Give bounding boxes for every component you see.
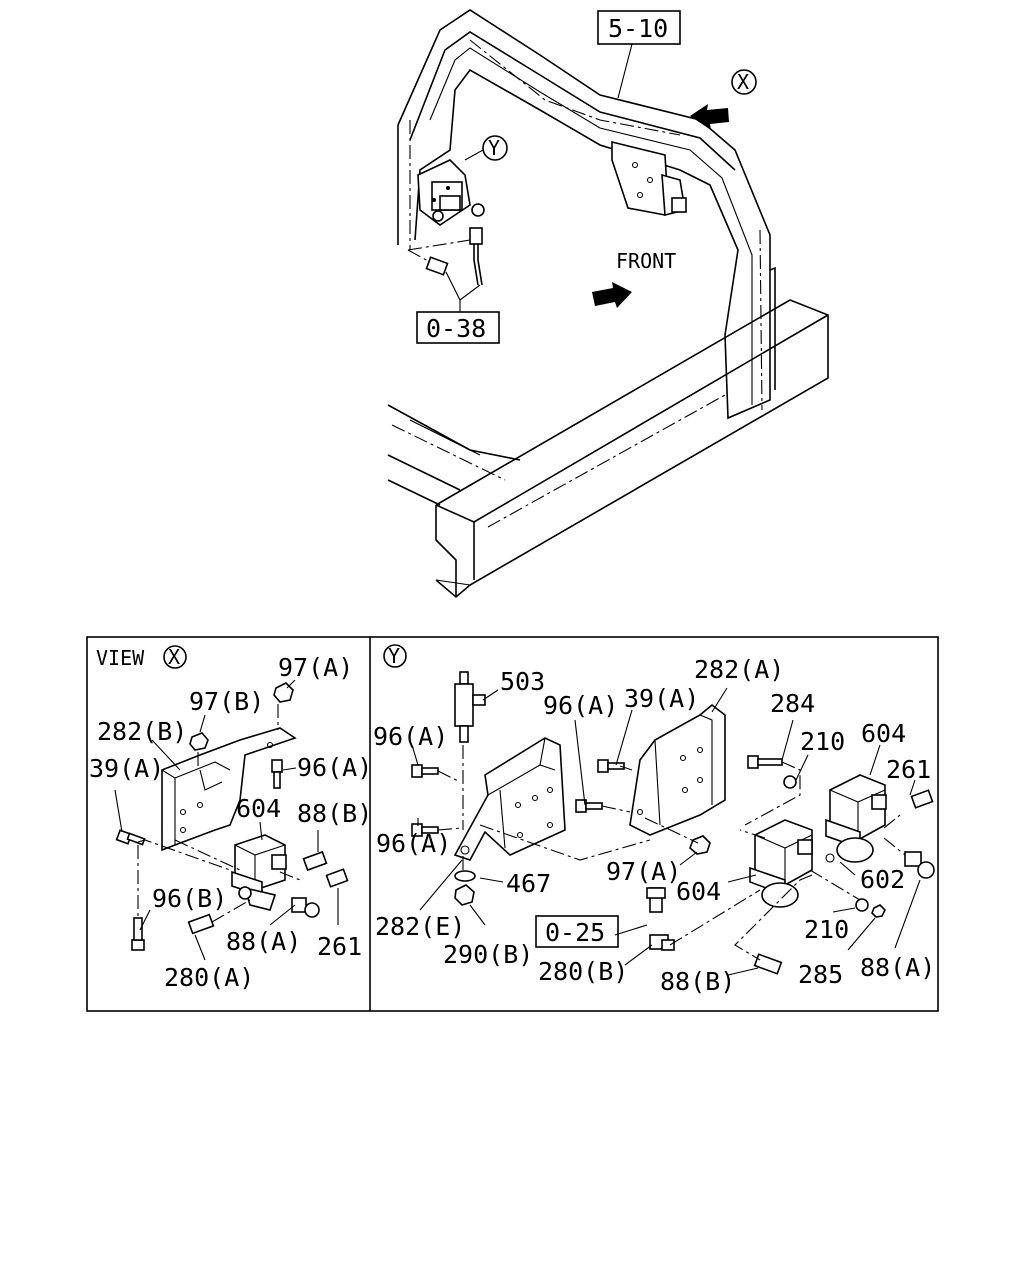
label-96b: 96(B) bbox=[152, 884, 227, 913]
label-97a: 97(A) bbox=[278, 653, 353, 682]
label-210-2: 210 bbox=[804, 915, 849, 944]
label-88b: 88(B) bbox=[660, 967, 735, 996]
view-x-title: VIEW bbox=[96, 646, 145, 670]
label-88a: 88(A) bbox=[860, 953, 935, 982]
front-label: FRONT bbox=[616, 249, 676, 273]
label-96a-3: 96(A) bbox=[376, 829, 451, 858]
label-282b: 282(B) bbox=[97, 717, 187, 746]
view-y-circle-label: Y bbox=[388, 644, 400, 668]
label-290b: 290(B) bbox=[443, 940, 533, 969]
view-x-circle-label: X bbox=[168, 645, 180, 669]
callout-y-label: Y bbox=[488, 136, 500, 160]
label-97a: 97(A) bbox=[606, 857, 681, 886]
view-x-arrow-icon bbox=[690, 104, 729, 130]
ref-frame-label: 5-10 bbox=[608, 14, 668, 43]
view-y-panel: Y bbox=[373, 644, 935, 996]
ref-box-0-25-label: 0-25 bbox=[545, 918, 605, 947]
cab-frame-illustration bbox=[387, 9, 829, 599]
callout-x-label: X bbox=[737, 70, 749, 94]
label-261: 261 bbox=[317, 932, 362, 961]
label-467: 467 bbox=[506, 869, 551, 898]
label-96a-1: 96(A) bbox=[543, 691, 618, 720]
label-39a: 39(A) bbox=[89, 754, 164, 783]
callout-y: Y bbox=[464, 135, 508, 161]
label-88a: 88(A) bbox=[226, 927, 301, 956]
label-503: 503 bbox=[500, 667, 545, 696]
label-88b: 88(B) bbox=[297, 799, 372, 828]
label-282a: 282(A) bbox=[694, 655, 784, 684]
label-602: 602 bbox=[860, 865, 905, 894]
front-arrow-icon bbox=[592, 282, 632, 308]
ref-frame-box[interactable]: 5-10 bbox=[597, 10, 681, 45]
label-604-2: 604 bbox=[676, 877, 721, 906]
label-280b: 280(B) bbox=[538, 957, 628, 986]
label-284: 284 bbox=[770, 689, 815, 718]
detail-frame bbox=[86, 636, 939, 1012]
label-604: 604 bbox=[236, 794, 281, 823]
label-261: 261 bbox=[886, 755, 931, 784]
label-97b: 97(B) bbox=[189, 687, 264, 716]
label-280a: 280(A) bbox=[164, 963, 254, 992]
label-96a-2: 96(A) bbox=[373, 722, 448, 751]
ref-box-0-25[interactable]: 0-25 bbox=[535, 915, 619, 948]
label-96a: 96(A) bbox=[297, 753, 372, 782]
view-x-panel: VIEW X bbox=[89, 645, 372, 992]
ref-pipe-label: 0-38 bbox=[426, 314, 486, 343]
ref-pipe-box[interactable]: 0-38 bbox=[416, 311, 500, 344]
callout-x: X bbox=[731, 69, 757, 95]
label-282e: 282(E) bbox=[375, 912, 465, 941]
label-210-1: 210 bbox=[800, 727, 845, 756]
label-39a: 39(A) bbox=[624, 684, 699, 713]
label-285: 285 bbox=[798, 960, 843, 989]
label-604-1: 604 bbox=[861, 719, 906, 748]
